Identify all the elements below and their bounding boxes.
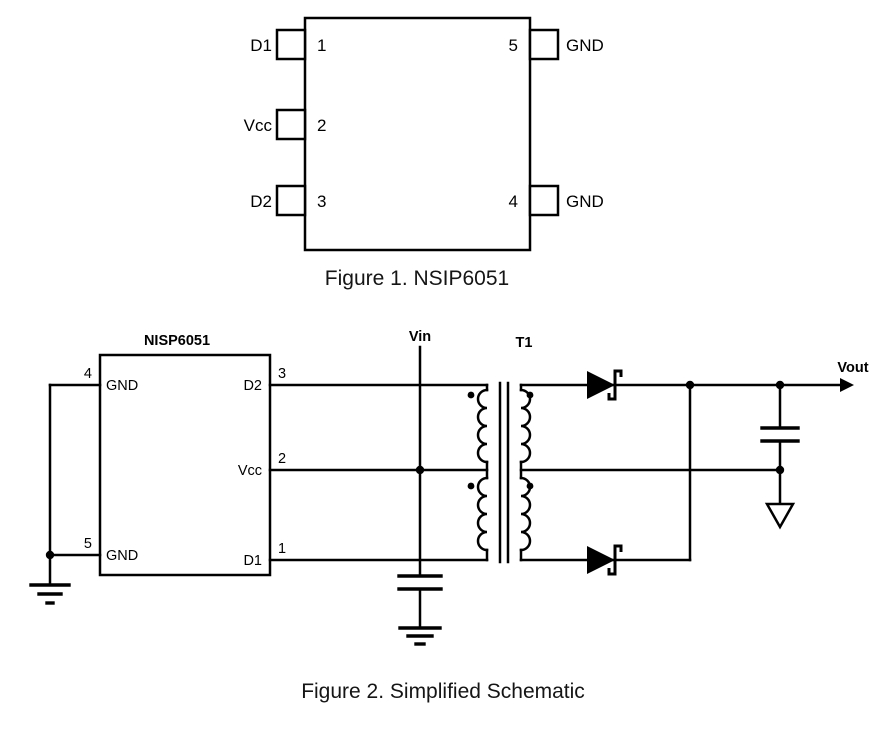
schottky-cathode-bar: [607, 544, 623, 576]
ic-pin5-label: GND: [106, 548, 138, 564]
transformer-label: T1: [516, 335, 533, 351]
phase-dot: [467, 482, 475, 490]
junction-dot: [685, 380, 695, 390]
pin4-stub: [528, 184, 560, 217]
pin1-number: 1: [317, 36, 326, 55]
secondary-winding-bottom: [519, 476, 532, 552]
output-ground-triangle: [764, 502, 796, 530]
ic-pin1-number: 1: [278, 541, 286, 557]
vout-arrow: [840, 378, 854, 392]
pin1-label: D1: [250, 36, 272, 55]
figure2-schematic: NISP6051 4 GND 5 GND 3 D2 2 Vcc 1 D1 Vin: [29, 329, 869, 703]
ic-pin4-label: GND: [106, 378, 138, 394]
schottky-diode-bottom: [587, 544, 623, 576]
ic-pin3-number: 3: [278, 366, 286, 382]
phase-dot: [526, 391, 534, 399]
figure1-caption: Figure 1. NSIP6051: [325, 267, 509, 290]
pin4-number: 4: [509, 192, 518, 211]
ground-symbol-left: [29, 583, 71, 605]
secondary-winding-top: [519, 388, 532, 464]
ic-pin2-label: Vcc: [238, 463, 262, 479]
phase-dot: [467, 391, 475, 399]
diode-triangle: [587, 371, 615, 399]
diode-triangle: [587, 546, 615, 574]
pin1-stub: [275, 28, 307, 61]
primary-winding-bottom: [476, 476, 489, 552]
output-capacitor: [760, 426, 800, 443]
pin3-label: D2: [250, 192, 272, 211]
decoupling-capacitor: [397, 574, 443, 591]
ic-pin2-number: 2: [278, 451, 286, 467]
transformer-t1: T1: [467, 335, 534, 564]
vout-label: Vout: [837, 360, 868, 376]
package-body: [303, 16, 532, 252]
ic-pin4-number: 4: [84, 366, 92, 382]
ic-pin3-label: D2: [243, 378, 262, 394]
ic-title: NISP6051: [144, 333, 210, 349]
pin2-number: 2: [317, 116, 326, 135]
pin2-stub: [275, 108, 307, 141]
ground-symbol-bottom: [398, 626, 442, 646]
pin5-label: GND: [566, 36, 604, 55]
vin-label: Vin: [409, 329, 431, 345]
junction-dot: [45, 550, 55, 560]
figure1-pinout: D1 Vcc D2 1 2 3 5 4 GND GND Figure 1. NS…: [244, 16, 604, 290]
pin3-number: 3: [317, 192, 326, 211]
figure2-caption: Figure 2. Simplified Schematic: [301, 680, 585, 703]
schottky-diode-top: [587, 369, 623, 401]
phase-dot: [526, 482, 534, 490]
ic-body: [98, 353, 272, 577]
pin2-label: Vcc: [244, 116, 273, 135]
primary-winding-top: [476, 388, 489, 464]
pin5-number: 5: [509, 36, 518, 55]
pin5-stub: [528, 28, 560, 61]
ic-pin1-label: D1: [243, 553, 262, 569]
ic-pin5-number: 5: [84, 536, 92, 552]
pin4-label: GND: [566, 192, 604, 211]
pin3-stub: [275, 184, 307, 217]
junction-dot: [415, 465, 425, 475]
schottky-cathode-bar: [607, 369, 623, 401]
